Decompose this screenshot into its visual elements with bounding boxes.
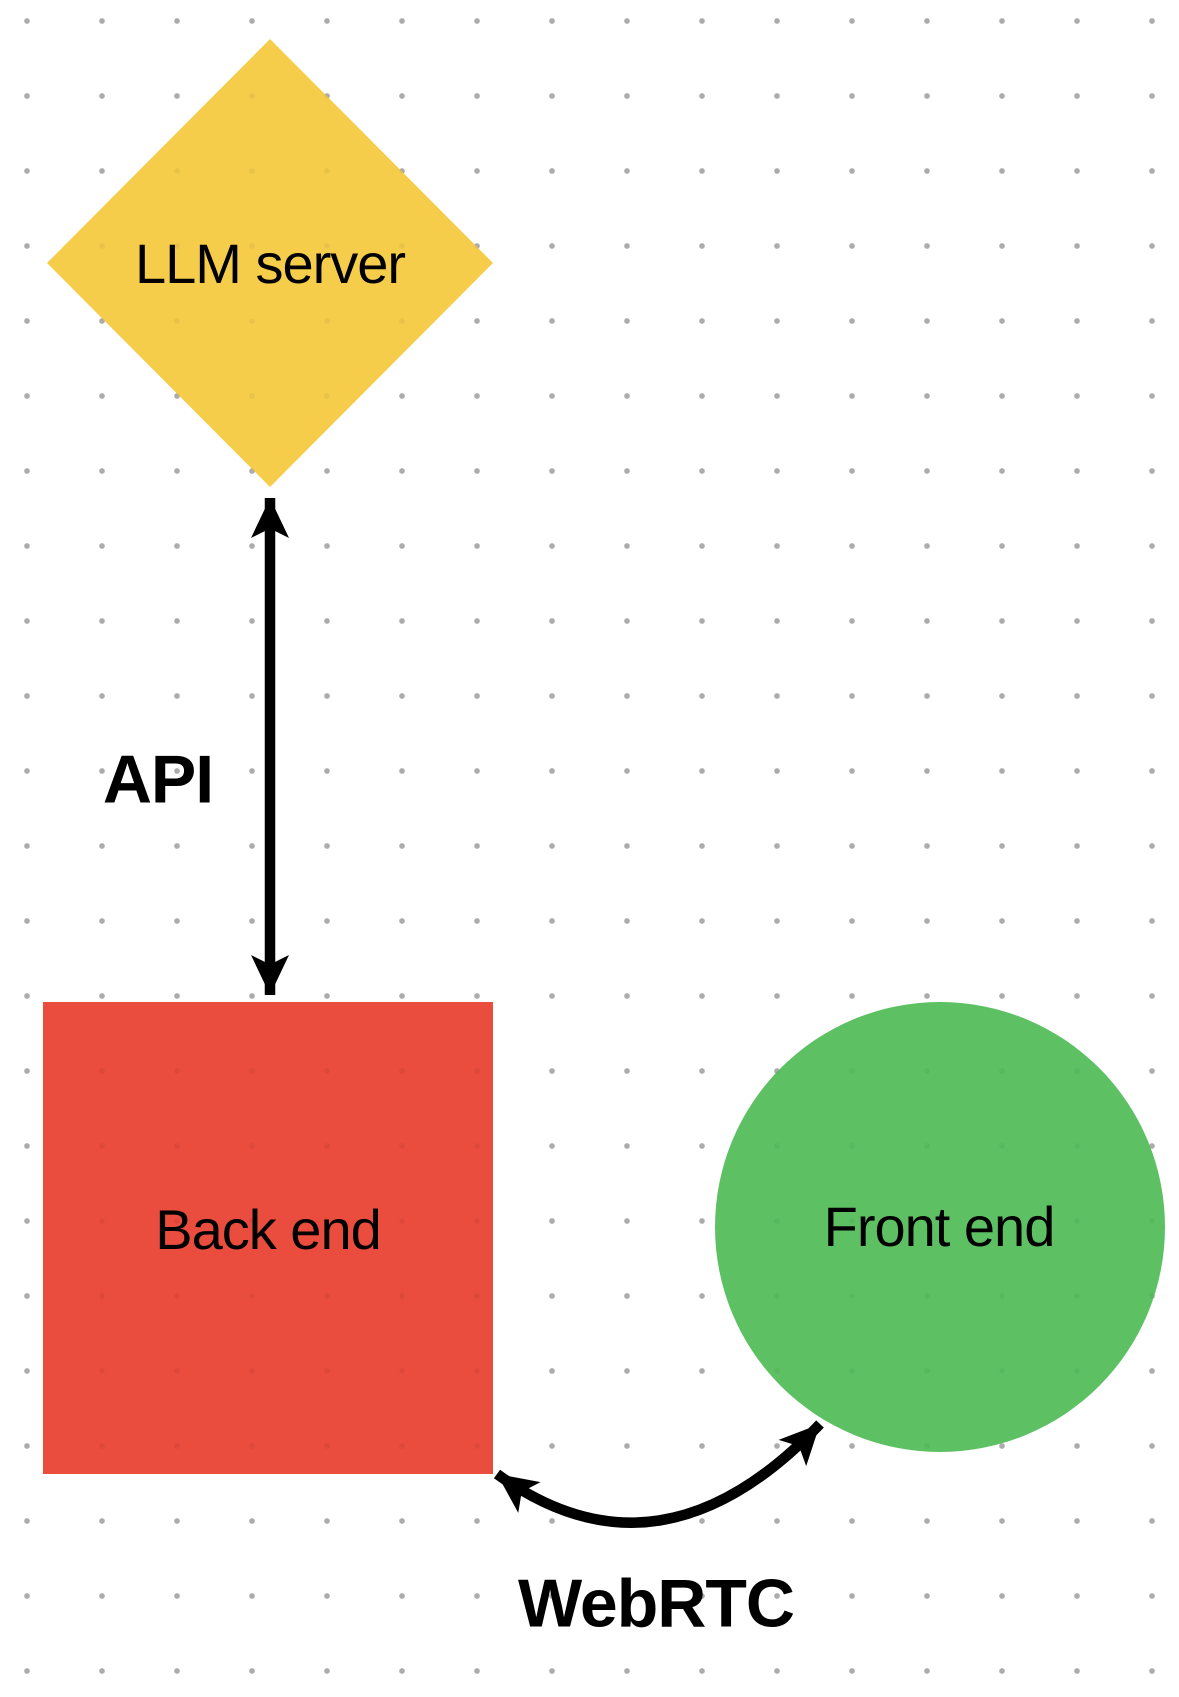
llm-server-label[interactable]: LLM server [134,232,406,296]
api-connector-label[interactable]: API [102,741,214,818]
back-end-label[interactable]: Back end [155,1198,381,1262]
webrtc-connector-label[interactable]: WebRTC [517,1565,795,1642]
front-end-circle-shape[interactable] [715,1002,1165,1452]
llm-server-diamond-shape[interactable] [47,39,493,487]
webrtc-connector-arrow[interactable] [493,1420,824,1528]
back-end-square-shape[interactable] [43,1002,493,1474]
front-end-label[interactable]: Front end [823,1195,1056,1259]
